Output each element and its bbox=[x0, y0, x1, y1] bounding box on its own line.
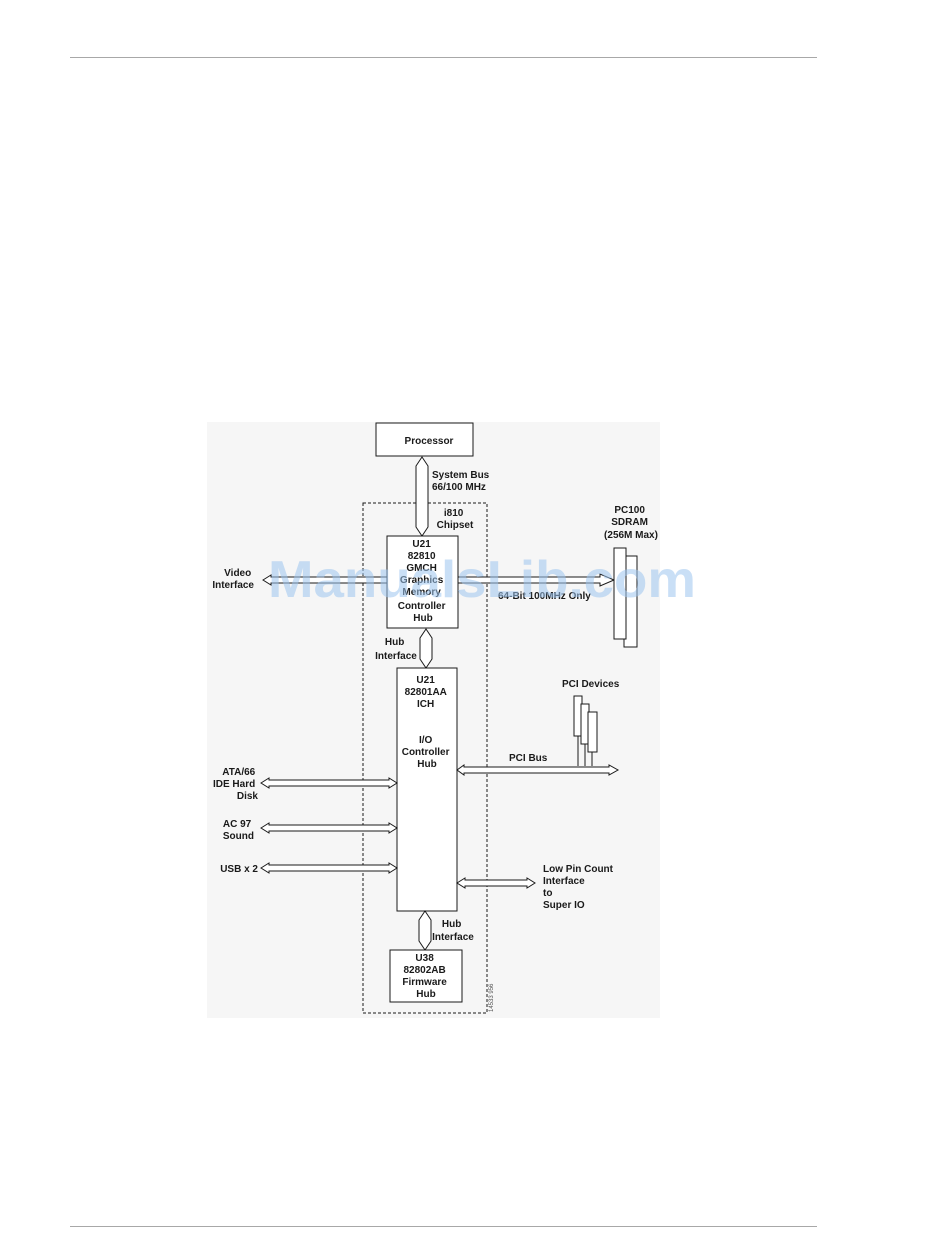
processor-box bbox=[375, 422, 474, 457]
lpc-arrow bbox=[456, 877, 536, 889]
pci-bus-arrow bbox=[456, 764, 620, 776]
pci-devices-label: PCI Devices bbox=[562, 679, 620, 690]
fwh-label: U38 82802AB Firmware Hub bbox=[402, 953, 449, 1000]
system-bus-label: System Bus 66/100 MHz bbox=[432, 470, 492, 493]
memory-bus-arrow bbox=[457, 573, 616, 587]
hub-interface-bottom-label: Hub Interface bbox=[432, 919, 474, 943]
figure-id: 14533 956 bbox=[489, 983, 495, 1012]
bottom-rule bbox=[70, 1226, 817, 1227]
usb-label: USB x 2 bbox=[220, 864, 258, 875]
top-rule bbox=[70, 57, 817, 58]
ac97-label: AC 97 Sound bbox=[223, 819, 254, 842]
video-interface-arrow bbox=[262, 574, 388, 586]
video-interface-label: Video Interface bbox=[212, 568, 254, 591]
fwh-box bbox=[389, 949, 463, 1003]
ide-arrow bbox=[260, 777, 398, 789]
sdram-module bbox=[613, 547, 627, 640]
memory-bus-label: 64-Bit 100MHz Only bbox=[498, 591, 591, 602]
pci-bus-label: PCI Bus bbox=[509, 753, 548, 764]
ich-label: U21 82801AA ICH I/O Controller Hub bbox=[402, 675, 453, 770]
processor-label: Processor bbox=[405, 436, 454, 447]
hub-interface-bottom-arrow bbox=[418, 910, 432, 951]
lpc-label: Low Pin Count Interface to Super IO bbox=[543, 864, 616, 911]
ich-box bbox=[396, 667, 458, 912]
hub-interface-top-arrow bbox=[419, 628, 433, 669]
pci-card-3 bbox=[587, 711, 598, 753]
usb-arrow bbox=[260, 862, 398, 874]
sdram-label: PC100 SDRAM (256M Max) bbox=[604, 505, 658, 541]
chipset-label: i810 Chipset bbox=[437, 508, 474, 531]
watermark: ManualsLib.com bbox=[268, 551, 696, 609]
ide-label: ATA/66 IDE Hard Disk bbox=[213, 767, 258, 802]
hub-interface-top-label: Hub Interface bbox=[375, 637, 417, 662]
system-bus-arrow bbox=[415, 456, 429, 537]
ac97-arrow bbox=[260, 822, 398, 834]
gmch-label: U21 82810 GMCH Graphics Memory Controlle… bbox=[398, 539, 449, 624]
